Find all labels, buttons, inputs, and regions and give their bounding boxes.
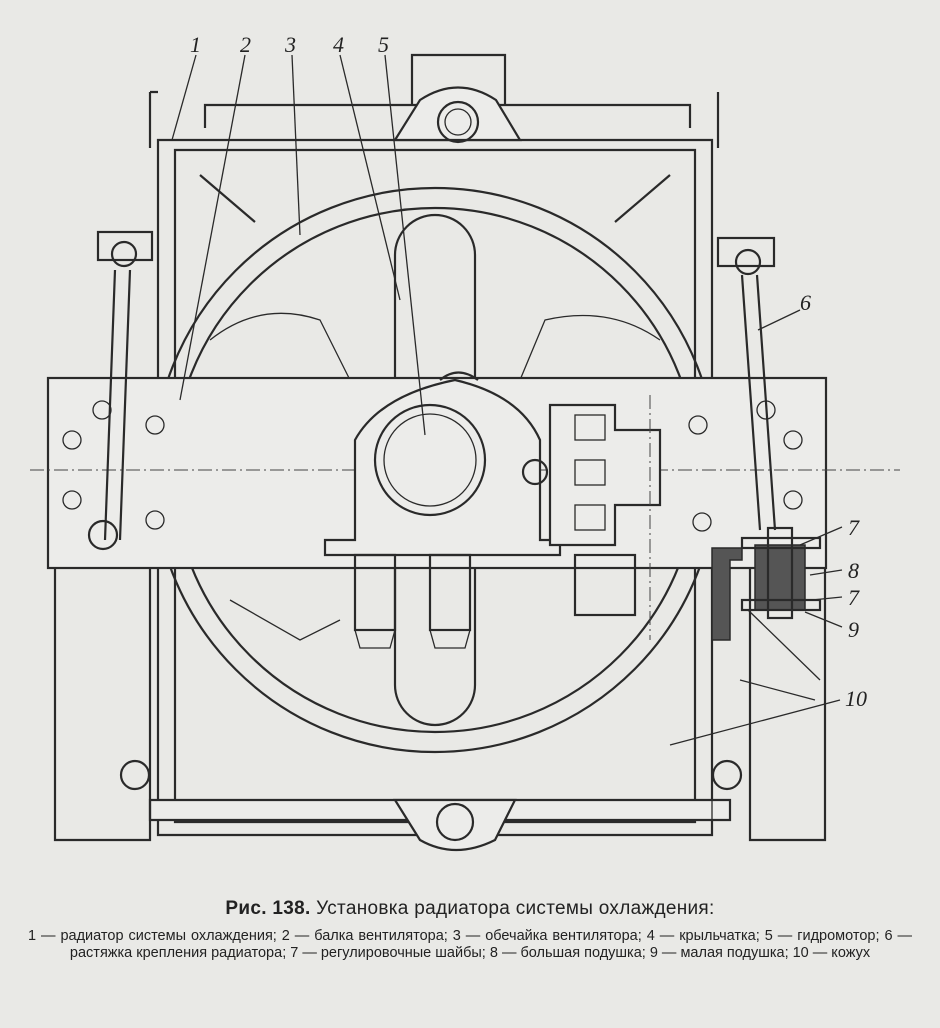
- callout-labels: 1 2 3 4 5 6 7 8 7 9 10: [190, 32, 867, 711]
- top-mount-bracket: [393, 86, 522, 144]
- cushion-assembly: [711, 526, 822, 641]
- callout-8: 8: [848, 558, 859, 583]
- bottom-mount-bracket: [148, 798, 732, 852]
- callout-7-bottom: 7: [848, 585, 860, 610]
- callout-2: 2: [240, 32, 251, 57]
- figure-caption-title: Рис. 138. Установка радиатора системы ох…: [0, 898, 940, 920]
- callout-10: 10: [845, 686, 867, 711]
- valve-block: [548, 395, 662, 640]
- hydraulic-motor: [323, 371, 637, 649]
- beam-bolt: [62, 400, 803, 532]
- tie-rod-right: [716, 236, 777, 531]
- figure-title: Установка радиатора системы охлаждения:: [316, 898, 715, 919]
- cover-casing: [711, 609, 821, 820]
- callout-1: 1: [190, 32, 201, 57]
- figure-number: Рис. 138.: [225, 898, 311, 919]
- radiator-installation-drawing: 1 2 3 4 5 6 7 8 7 9 10: [30, 32, 900, 852]
- callout-7-top: 7: [848, 515, 860, 540]
- callout-6: 6: [800, 290, 811, 315]
- callout-3: 3: [284, 32, 296, 57]
- callout-9: 9: [848, 617, 859, 642]
- figure-legend: 1 — радиатор системы охлаждения; 2 — бал…: [28, 928, 912, 961]
- tie-rod-left: [87, 230, 154, 551]
- leader-lines: [171, 54, 843, 746]
- callout-4: 4: [333, 32, 344, 57]
- callout-5: 5: [378, 32, 389, 57]
